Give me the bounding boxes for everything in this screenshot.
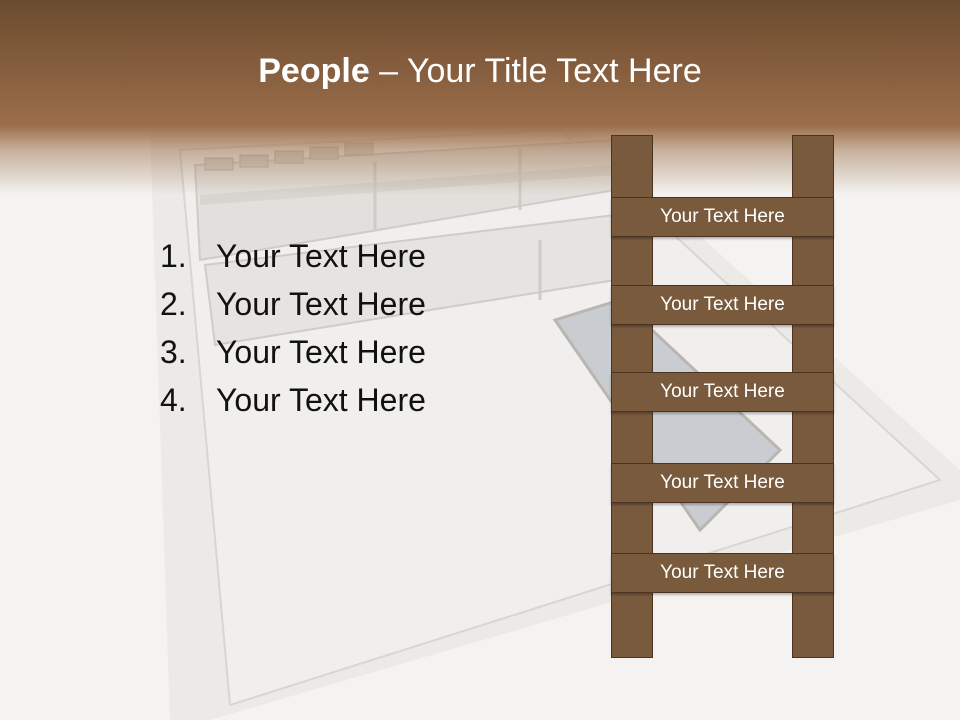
list-item: 2. Your Text Here — [160, 280, 426, 328]
ladder-rung: Your Text Here — [611, 372, 834, 412]
ladder-rung: Your Text Here — [611, 197, 834, 237]
slide-title: People – Your Title Text Here — [0, 52, 960, 91]
list-text: Your Text Here — [216, 286, 426, 322]
list-number: 1. — [160, 238, 187, 274]
ladder-diagram: Your Text Here Your Text Here Your Text … — [611, 135, 834, 658]
ladder-rung: Your Text Here — [611, 285, 834, 325]
list-item: 1. Your Text Here — [160, 232, 426, 280]
list-number: 4. — [160, 382, 187, 418]
numbered-list: 1. Your Text Here 2. Your Text Here 3. Your… — [160, 232, 426, 424]
list-number: 2. — [160, 286, 187, 322]
list-text: Your Text Here — [216, 238, 426, 274]
list-number: 3. — [160, 334, 187, 370]
ladder-rung: Your Text Here — [611, 553, 834, 593]
list-item: 4. Your Text Here — [160, 376, 426, 424]
ladder-rung: Your Text Here — [611, 463, 834, 503]
list-text: Your Text Here — [216, 334, 426, 370]
list-text: Your Text Here — [216, 382, 426, 418]
title-bold: People — [258, 52, 370, 90]
list-item: 3. Your Text Here — [160, 328, 426, 376]
title-rest: – Your Title Text Here — [369, 52, 702, 90]
